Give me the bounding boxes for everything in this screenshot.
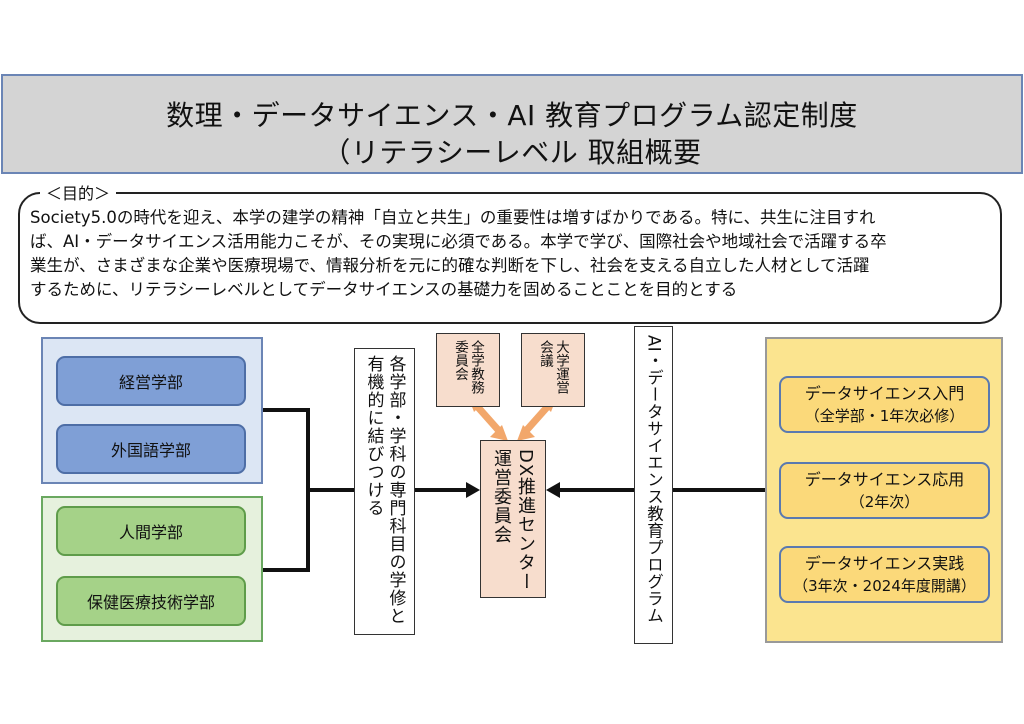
course-practice-note: （3年次・2024年度開講）	[793, 577, 976, 595]
integration-note-text: 各学部・学科の専門科目の学修と有機的に結びつける	[363, 355, 406, 625]
purpose-label: ＜目的＞	[40, 180, 117, 204]
course-intro-name: データサイエンス入門	[804, 384, 965, 403]
title-banner: 数理・データサイエンス・AI 教育プログラム認定制度 （リテラシーレベル 取組概…	[1, 74, 1023, 174]
course-intro: データサイエンス入門 （全学部・1年次必修）	[779, 376, 990, 433]
program-label: AI・データサイエンス教育プログラム	[644, 335, 664, 625]
dx-center-label: DX推進センター運営委員会	[491, 449, 536, 592]
university-management-council-label: 大学運営会議	[537, 340, 569, 394]
purpose-text: Society5.0の時代を迎え、本学の建学の精神「自立と共生」の重要性は増すば…	[30, 208, 887, 299]
course-applied-note: （2年次）	[849, 493, 920, 511]
integration-note-box: 各学部・学科の専門科目の学修と有機的に結びつける	[354, 348, 415, 635]
course-applied-name: データサイエンス応用	[804, 470, 965, 489]
title-line-2: （リテラシーレベル 取組概要	[322, 136, 702, 169]
course-practice: データサイエンス実践 （3年次・2024年度開講）	[779, 546, 990, 603]
dx-center-committee: DX推進センター運営委員会	[480, 440, 546, 598]
faculty-foreign-languages: 外国語学部	[56, 424, 246, 474]
purpose-box	[18, 192, 1002, 324]
academic-affairs-committee: 全学教務委員会	[436, 333, 500, 407]
faculty-human-studies: 人間学部	[56, 506, 246, 556]
university-management-council: 大学運営会議	[521, 333, 585, 407]
faculty-management: 経営学部	[56, 356, 246, 406]
faculty-health-medical: 保健医療技術学部	[56, 576, 246, 626]
title-line-1: 数理・データサイエンス・AI 教育プログラム認定制度	[166, 99, 858, 132]
course-practice-name: データサイエンス実践	[804, 554, 965, 573]
program-label-box: AI・データサイエンス教育プログラム	[634, 326, 673, 644]
course-intro-note: （全学部・1年次必修）	[804, 407, 965, 425]
academic-affairs-committee-label: 全学教務委員会	[452, 340, 484, 394]
course-applied: データサイエンス応用 （2年次）	[779, 462, 990, 519]
